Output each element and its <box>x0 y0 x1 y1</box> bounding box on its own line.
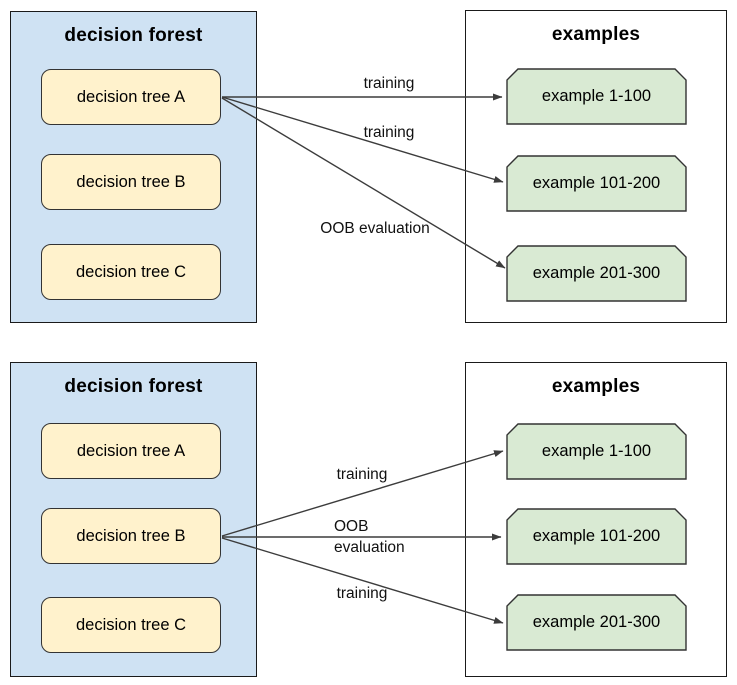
arrow-label-oob-bottom: OOB evaluation <box>334 518 405 556</box>
example-node-label: example 201-300 <box>532 613 661 631</box>
snipped-card-shape <box>506 155 687 212</box>
arrow-label-training-2-top: training <box>363 124 415 141</box>
panel-title: decision forest <box>64 376 203 397</box>
example-node-label: example 101-200 <box>532 527 661 545</box>
snipped-card-shape <box>506 423 687 480</box>
snipped-card-shape <box>506 245 687 302</box>
example-node-label: example 1-100 <box>541 442 652 460</box>
tree-node-c-top: decision tree C <box>41 244 221 300</box>
arrow-label-training-1-bottom: training <box>336 466 388 483</box>
example-node-2-bottom: example 101-200 <box>506 508 687 565</box>
tree-node-b-top: decision tree B <box>41 154 221 210</box>
tree-node-a-top: decision tree A <box>41 69 221 125</box>
snipped-card-shape <box>506 68 687 125</box>
example-node-2-top: example 101-200 <box>506 155 687 212</box>
arrow-label-oob-top: OOB evaluation <box>320 220 430 237</box>
arrow-label-training-1-top: training <box>363 75 415 92</box>
snipped-card-shape <box>506 508 687 565</box>
panel-title: examples <box>551 24 641 45</box>
tree-node-c-bottom: decision tree C <box>41 597 221 653</box>
example-node-3-bottom: example 201-300 <box>506 594 687 651</box>
tree-node-b-bottom: decision tree B <box>41 508 221 564</box>
tree-node-a-bottom: decision tree A <box>41 423 221 479</box>
panel-title: decision forest <box>64 25 203 46</box>
example-node-label: example 1-100 <box>541 87 652 105</box>
arrow-label-training-2-bottom: training <box>336 585 388 602</box>
panel-title: examples <box>551 376 641 397</box>
example-node-label: example 101-200 <box>532 174 661 192</box>
example-node-1-top: example 1-100 <box>506 68 687 125</box>
example-node-1-bottom: example 1-100 <box>506 423 687 480</box>
example-node-3-top: example 201-300 <box>506 245 687 302</box>
example-node-label: example 201-300 <box>532 264 661 282</box>
snipped-card-shape <box>506 594 687 651</box>
